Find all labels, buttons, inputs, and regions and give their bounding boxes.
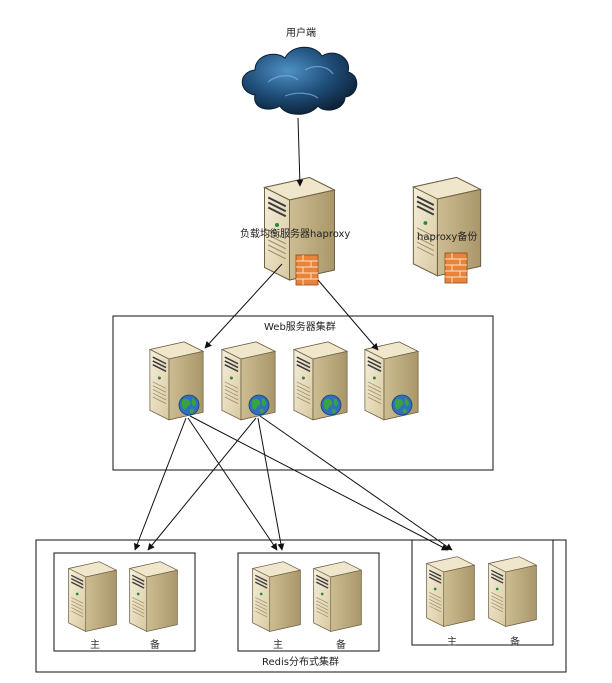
redis-group-2-master-label: 主 xyxy=(273,639,283,651)
redis-group-2-box xyxy=(237,552,380,652)
redis-group-2 xyxy=(252,561,362,633)
globe-icon xyxy=(248,394,270,416)
globe-icon xyxy=(391,394,413,416)
redis-group-3 xyxy=(426,556,537,628)
server-icon xyxy=(252,561,301,633)
redis-cluster-box xyxy=(35,539,567,673)
redis-group-1 xyxy=(68,561,178,633)
connectors xyxy=(134,117,453,551)
globe-icon xyxy=(178,394,200,416)
web-server-4 xyxy=(364,341,419,421)
redis-cluster-label: Redis分布式集群 xyxy=(262,655,339,668)
server-icon xyxy=(68,561,117,633)
redis-group-1-box xyxy=(53,552,196,652)
server-icon xyxy=(129,561,178,633)
server-icon xyxy=(488,556,537,628)
redis-group-1-slave-label: 备 xyxy=(150,638,160,651)
redis-group-3-box xyxy=(411,539,554,646)
web-server-3 xyxy=(293,341,348,421)
web-cluster-label: Web服务器集群 xyxy=(264,320,336,333)
globe-icon xyxy=(320,394,342,416)
redis-group-3-slave-label: 备 xyxy=(510,635,520,648)
cloud-icon xyxy=(241,46,358,115)
web-server-2 xyxy=(221,341,276,421)
web-cluster-box xyxy=(112,315,494,471)
redis-group-2-slave-label: 备 xyxy=(336,638,346,651)
backup-haproxy-server-icon xyxy=(412,176,482,284)
redis-group-3-master-label: 主 xyxy=(447,636,457,648)
backup-haproxy-label: haproxy备份 xyxy=(417,230,477,243)
server-icon xyxy=(426,556,475,628)
server-icon xyxy=(313,561,362,633)
load-balancer-label: 负载均衡服务器haproxy xyxy=(240,227,350,240)
web-server-1 xyxy=(149,341,204,421)
client-label: 用户端 xyxy=(286,26,316,39)
redis-group-1-master-label: 主 xyxy=(90,639,100,651)
